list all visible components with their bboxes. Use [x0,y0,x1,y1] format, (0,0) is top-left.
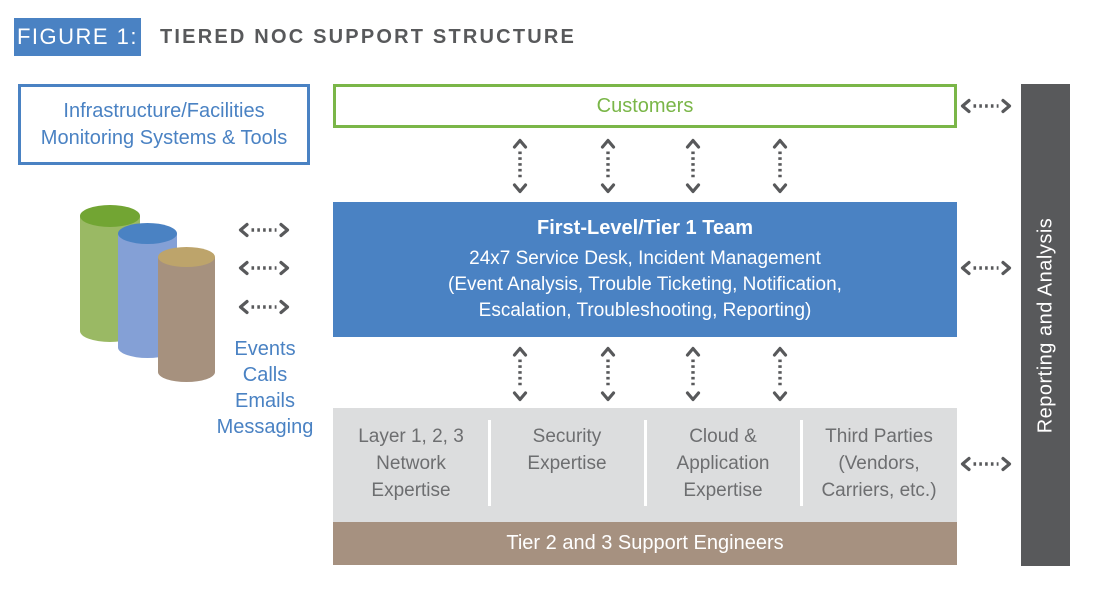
dotted-double-arrow-vertical-icon [512,346,528,402]
dotted-double-arrow-vertical-icon [600,138,616,194]
page-title: TIERED NOC SUPPORT STRUCTURE [160,25,577,48]
expertise-col-security: Security Expertise [487,408,645,522]
tier1-team-line3: Escalation, Troubleshooting, Reporting) [478,300,812,321]
dotted-double-arrow-horizontal-icon [960,456,1012,472]
tan-cylinder-icon [158,247,215,382]
tier23-expertise-box: Layer 1, 2, 3 Network Expertise Security… [333,408,957,522]
expertise-col-cloud: Cloud & Application Expertise [643,408,801,522]
expertise-col-third-parties-line3: Carriers, etc.) [821,480,937,501]
expertise-col-security-line2: Expertise [527,453,607,474]
dotted-double-arrow-vertical-icon [772,138,788,194]
dotted-double-arrow-horizontal-icon [238,222,290,238]
dotted-double-arrow-vertical-icon [685,346,701,402]
expertise-col-third-parties: Third Parties (Vendors, Carriers, etc.) [799,408,957,522]
reporting-analysis-bar: Reporting and Analysis [1021,84,1070,566]
monitoring-systems-line1: Infrastructure/Facilities [63,99,265,122]
expertise-col-network-line2: Network [376,453,446,474]
dotted-double-arrow-vertical-icon [772,346,788,402]
expertise-col-cloud-line2: Application [676,453,770,474]
expertise-col-third-parties-line2: (Vendors, [838,453,920,474]
dotted-double-arrow-horizontal-icon [238,299,290,315]
expertise-col-cloud-line3: Expertise [683,480,763,501]
customers-box: Customers [333,84,957,128]
expertise-col-third-parties-line1: Third Parties [825,426,933,447]
tier1-team-box: First-Level/Tier 1 Team 24x7 Service Des… [333,202,957,337]
tier1-team-line1: 24x7 Service Desk, Incident Management [469,248,821,269]
dotted-double-arrow-vertical-icon [685,138,701,194]
channel-label-calls: Calls [242,364,288,386]
channel-label-emails: Emails [234,390,295,412]
tier23-engineers-bar: Tier 2 and 3 Support Engineers [333,522,957,565]
expertise-col-network-line1: Layer 1, 2, 3 [358,426,464,447]
dotted-double-arrow-horizontal-icon [960,98,1012,114]
input-channel-labels: Events Calls Emails Messaging [195,336,335,440]
tier23-engineers-label: Tier 2 and 3 Support Engineers [506,532,784,554]
channel-label-events: Events [234,338,296,360]
figure-number-label: FIGURE 1: [16,24,139,49]
dotted-double-arrow-vertical-icon [512,138,528,194]
dotted-double-arrow-vertical-icon [600,346,616,402]
customers-label: Customers [596,94,694,117]
tier1-team-line2: (Event Analysis, Trouble Ticketing, Noti… [448,274,842,295]
dotted-double-arrow-horizontal-icon [238,260,290,276]
tier1-team-title: First-Level/Tier 1 Team [536,217,753,239]
expertise-col-security-line1: Security [532,426,602,447]
expertise-col-network-line3: Expertise [371,480,451,501]
dotted-double-arrow-horizontal-icon [960,260,1012,276]
monitoring-systems-line2: Monitoring Systems & Tools [40,126,288,149]
expertise-col-network: Layer 1, 2, 3 Network Expertise [333,408,489,522]
expertise-col-cloud-line1: Cloud & [689,426,757,447]
channel-label-messaging: Messaging [216,416,314,438]
reporting-analysis-label: Reporting and Analysis [1034,217,1057,433]
monitoring-databases-cylinders-icon [80,205,215,382]
monitoring-systems-box: Infrastructure/Facilities Monitoring Sys… [18,84,310,165]
figure-number-badge: FIGURE 1: [14,18,141,56]
